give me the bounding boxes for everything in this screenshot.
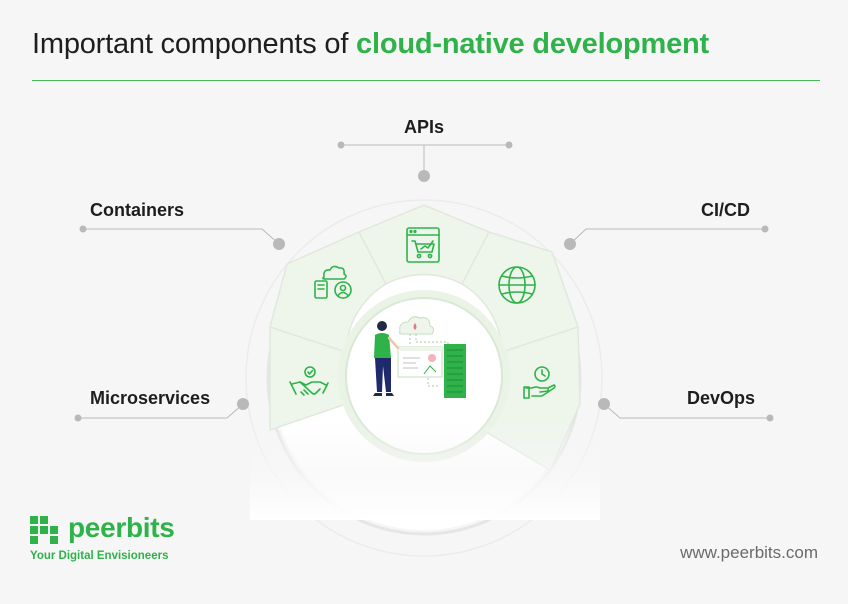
label-cicd: CI/CD [701, 200, 750, 220]
connector-dots [74, 141, 774, 422]
connectors [78, 144, 770, 419]
outer-guide-ring [245, 199, 603, 557]
handshake-icon [289, 366, 329, 396]
apis-node [418, 170, 430, 182]
devops-connector [603, 403, 770, 419]
developer-server-icon [373, 316, 466, 398]
title-accent: cloud-native development [356, 28, 709, 60]
cicd-connector [569, 228, 765, 245]
containers-connector [83, 228, 280, 245]
microservices-dot [74, 414, 82, 422]
microservices-connector [78, 403, 244, 419]
apis-dot-right [505, 141, 513, 149]
devops-node [598, 398, 610, 410]
containers-node [273, 238, 285, 250]
globe-icon [498, 266, 536, 304]
label-microservices: Microservices [90, 388, 211, 408]
containers-dot [79, 225, 87, 233]
tagline: Your Digital Envisioneers [30, 550, 169, 562]
peerbits-logo-icon [30, 516, 58, 544]
apis-dot-left [337, 141, 345, 149]
web-store-chart-icon [406, 227, 440, 263]
title-prefix: Important components of [32, 28, 349, 60]
page-title: Important components of cloud-native dev… [32, 28, 709, 61]
title-divider [32, 80, 820, 81]
label-devops: DevOps [687, 388, 756, 408]
devops-dot [766, 414, 774, 422]
bottom-fade [250, 420, 600, 520]
cloud-devices-user-icon [314, 265, 352, 299]
website-url: www.peerbits.com [680, 543, 818, 562]
logo-text: peerbits [68, 512, 175, 543]
microservices-node [237, 398, 249, 410]
label-containers: Containers [90, 200, 185, 220]
cicd-dot [761, 225, 769, 233]
label-apis: APIs [404, 117, 445, 137]
cicd-node [564, 238, 576, 250]
hand-clock-icon [523, 366, 556, 399]
